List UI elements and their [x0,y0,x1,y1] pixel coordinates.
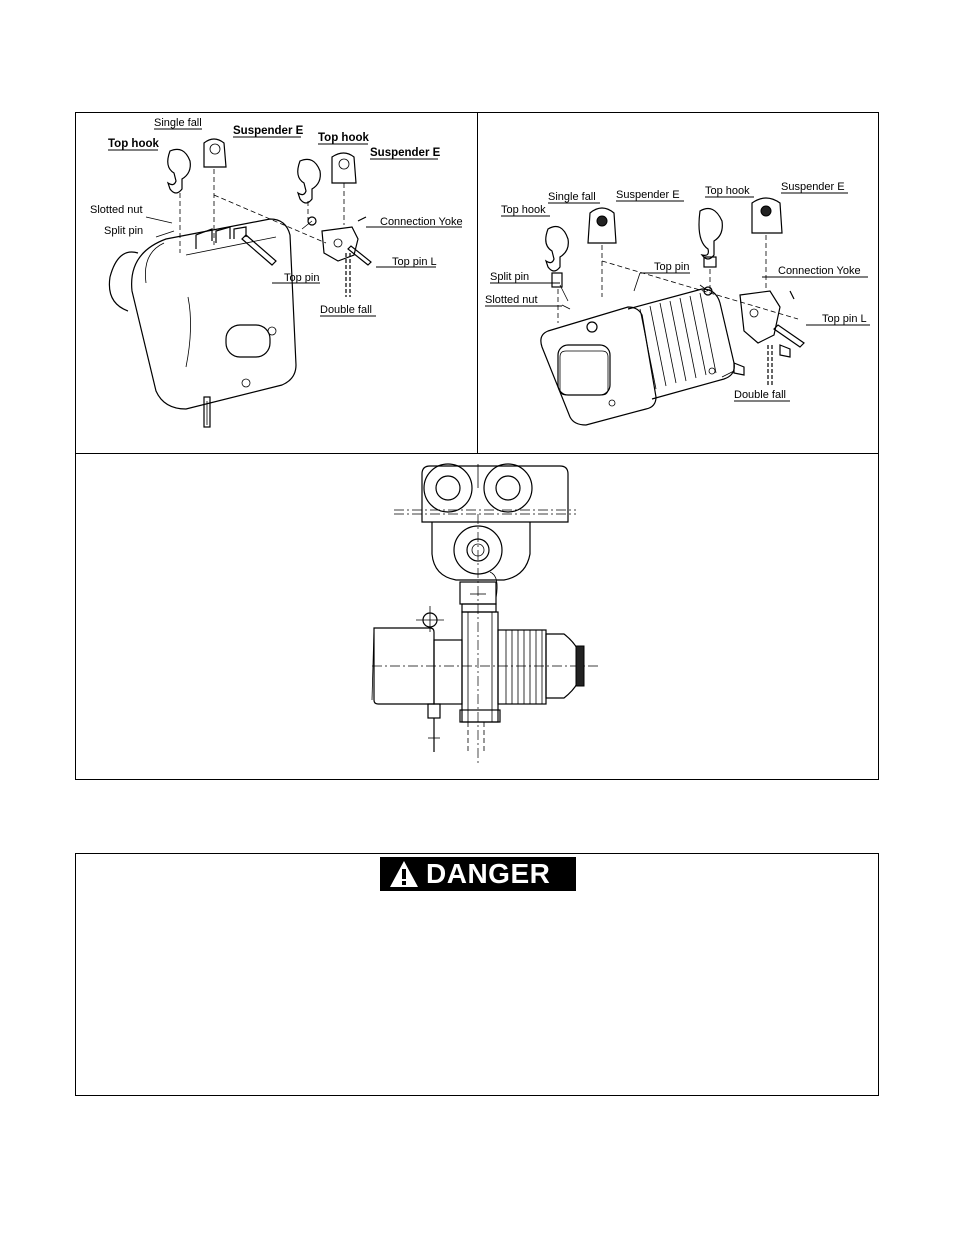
hoist-assembly-b-drawing: Single fall Top hook Suspender E Top hoo… [485,181,870,426]
label-double-fall: Double fall [320,304,372,316]
label-top-pin-l-b: Top pin L [822,313,867,325]
danger-badge: DANGER [380,857,576,891]
warning-triangle-icon [388,857,420,891]
panel-hoist-assembly-a: Single fall Suspender E Top hook Top hoo… [76,113,478,453]
label-top-pin-b: Top pin [654,261,689,273]
assembly-figure: Single fall Suspender E Top hook Top hoo… [75,112,879,780]
hoist-assembly-a-drawing: Single fall Suspender E Top hook Top hoo… [90,117,463,428]
label-single-fall-b: Single fall [548,191,596,203]
label-top-hook-double-b: Top hook [705,185,750,197]
label-top-pin: Top pin [284,272,319,284]
label-top-hook: Top hook [108,138,159,150]
hoist-trolley-drawing [371,463,600,766]
label-slotted-nut: Slotted nut [90,204,143,216]
danger-notice-box: DANGER [75,853,879,1096]
label-connection-yoke: Connection Yoke [380,216,463,228]
label-double-fall-b: Double fall [734,389,786,401]
label-suspender-e-b: Suspender E [616,189,680,201]
panel-hoist-trolley-orthographic [76,453,878,779]
label-top-hook-double: Top hook [318,132,369,144]
label-split-pin: Split pin [104,225,143,237]
label-single-fall: Single fall [154,117,202,129]
label-top-pin-l: Top pin L [392,256,437,268]
label-suspender-e: Suspender E [233,125,304,137]
label-slotted-nut-b: Slotted nut [485,294,538,306]
label-connection-yoke-b: Connection Yoke [778,265,861,277]
danger-signal-word: DANGER [426,858,551,889]
label-suspender-e-double-b: Suspender E [781,181,845,193]
label-top-hook-b: Top hook [501,204,546,216]
label-split-pin-b: Split pin [490,271,529,283]
panel-hoist-assembly-b: Single fall Top hook Suspender E Top hoo… [478,113,878,453]
label-suspender-e-double: Suspender E [370,147,441,159]
